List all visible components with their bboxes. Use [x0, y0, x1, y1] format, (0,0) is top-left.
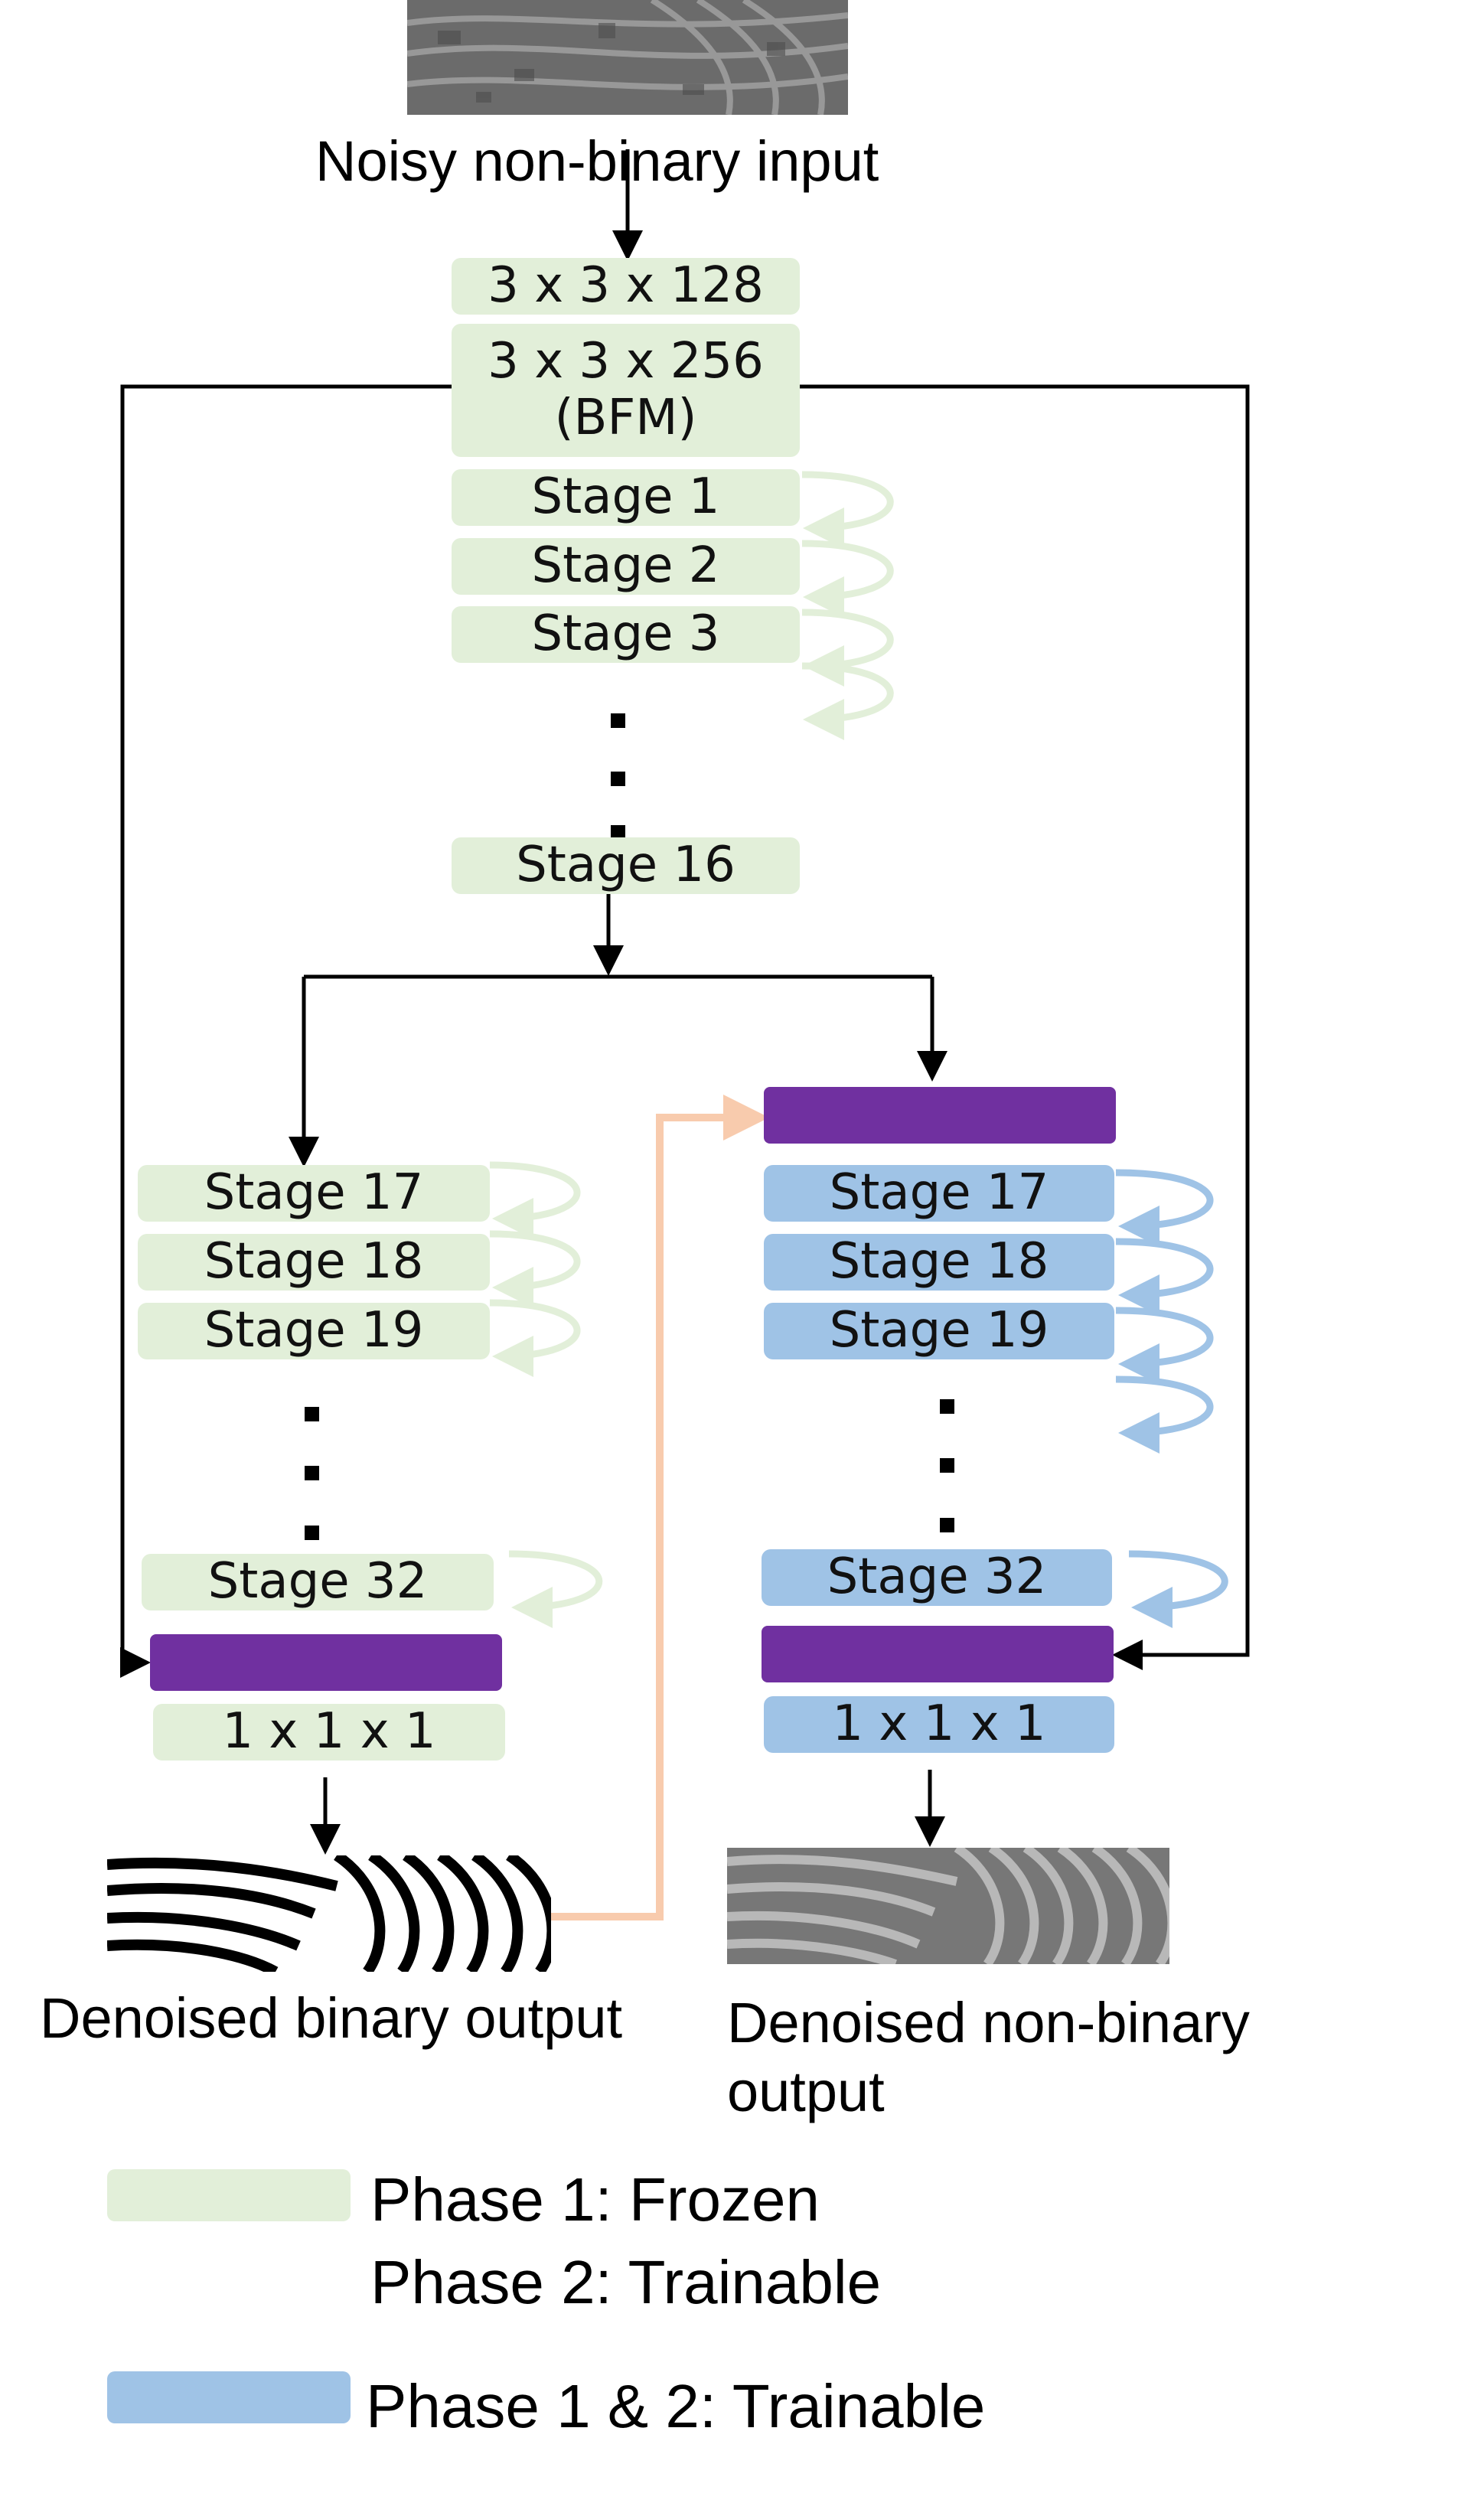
noisy-input-image [407, 0, 848, 115]
nonbinary-output-label: Denoised non-binary output [727, 1989, 1250, 2127]
right-stage-19: Stage 19 [764, 1302, 1114, 1359]
bfm-block-line2: (BFM) [554, 390, 697, 446]
left-ellipsis-dot [305, 1407, 319, 1421]
legend-trainable-swatch [107, 2371, 351, 2423]
input-label: Noisy non-binary input [315, 129, 879, 193]
trunk-ellipsis-dot [611, 825, 625, 840]
right-ellipsis-dot [940, 1518, 954, 1532]
nonbinary-output-image [727, 1848, 1169, 1964]
binary-output-label: Denoised binary output [40, 1986, 623, 2050]
trunk-stage-2: Stage 2 [452, 537, 800, 595]
legend-frozen-swatch [107, 2169, 351, 2221]
trunk-stage-3: Stage 3 [452, 605, 800, 663]
legend-frozen-label: Phase 1: Frozen Phase 2: Trainable [370, 2159, 881, 2324]
bfm-block-line1: 3 x 3 x 256 [488, 333, 764, 390]
left-stage-19: Stage 19 [138, 1302, 490, 1359]
bfm-block: 3 x 3 x 256 (BFM) [452, 324, 800, 457]
right-ellipsis-dot [940, 1458, 954, 1473]
right-ellipsis-dot [940, 1399, 954, 1414]
right-stage-32: Stage 32 [762, 1548, 1112, 1606]
left-ellipsis-dot [305, 1526, 319, 1540]
nonbinary-output-label-line1: Denoised non-binary [727, 1991, 1250, 2054]
right-stage-17: Stage 17 [764, 1164, 1114, 1222]
legend-trainable-label: Phase 1 & 2: Trainable [366, 2372, 986, 2440]
trunk-ellipsis-dot [611, 713, 625, 728]
left-fusion-block [150, 1634, 502, 1691]
trunk-stage-16: Stage 16 [452, 837, 800, 894]
right-fusion-block-top [764, 1087, 1116, 1144]
left-conv-1x1x1: 1 x 1 x 1 [153, 1703, 505, 1761]
right-fusion-block-bottom [762, 1626, 1114, 1682]
left-skip-connection [120, 384, 452, 1678]
legend-frozen-line2: Phase 2: Trainable [370, 2248, 882, 2316]
trunk-recurrent-loops [801, 471, 894, 740]
binary-output-image [107, 1855, 551, 1972]
trunk-ellipsis-dot [611, 772, 625, 786]
right-branch-recurrent-loops [1115, 1169, 1228, 1628]
left-ellipsis-dot [305, 1466, 319, 1480]
left-stage-17: Stage 17 [138, 1164, 490, 1222]
left-stage-18: Stage 18 [138, 1233, 490, 1291]
left-stage-32: Stage 32 [142, 1553, 494, 1610]
right-stage-18: Stage 18 [764, 1233, 1114, 1291]
conv-3x3x128-block: 3 x 3 x 128 [452, 257, 800, 315]
binary-feedback-arrow [551, 1095, 769, 1920]
right-skip-connection [800, 384, 1250, 1670]
legend-frozen-line1: Phase 1: Frozen [370, 2165, 820, 2234]
right-conv-1x1x1: 1 x 1 x 1 [764, 1695, 1114, 1753]
left-branch-recurrent-loops [489, 1161, 603, 1628]
trunk-stage-1: Stage 1 [452, 468, 800, 526]
nonbinary-output-label-line2: output [727, 2060, 885, 2124]
